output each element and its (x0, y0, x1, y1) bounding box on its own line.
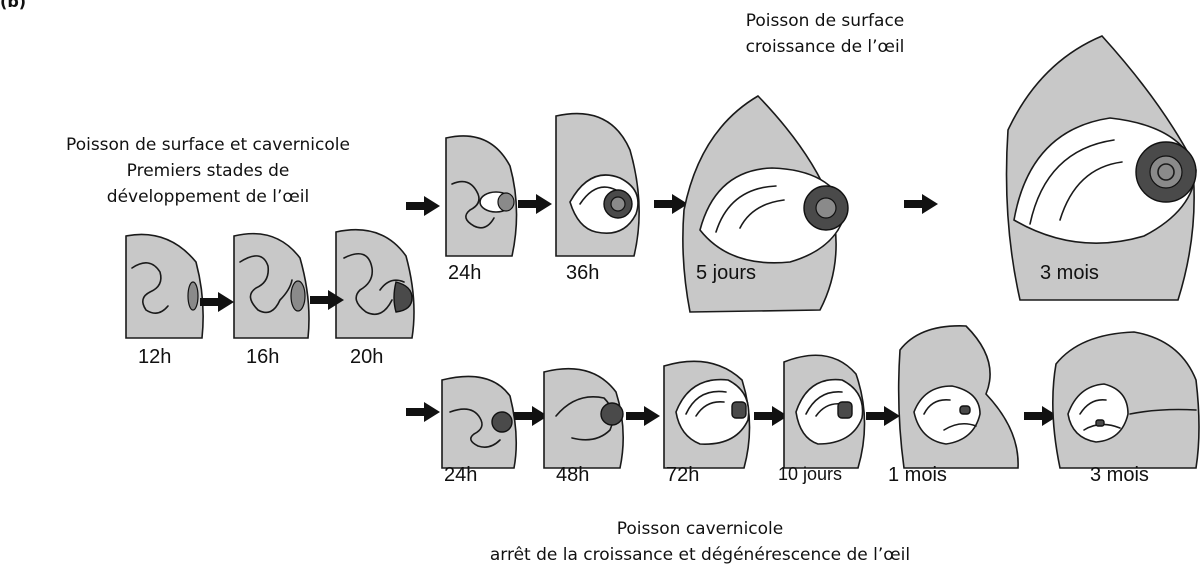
label-cave-48h: 48h (556, 464, 589, 487)
cave-stage-72h (664, 361, 750, 468)
arrow-surface-5j-3m (904, 194, 938, 214)
caption-early-line-1: Poisson de surface et cavernicole (0, 132, 416, 158)
label-surface-36h: 36h (566, 262, 599, 285)
label-surface-24h: 24h (448, 262, 481, 285)
arrow-cave-72h-10j (754, 406, 788, 426)
cave-stage-1mois (899, 326, 1018, 468)
caption-cave-line-1: Poisson cavernicole (420, 516, 980, 542)
cave-stage-10jours (784, 355, 865, 468)
caption-early-stages: Poisson de surface et cavernicole Premie… (0, 132, 416, 210)
label-early-16h: 16h (246, 346, 279, 369)
arrow-cave-24h-48h (514, 406, 548, 426)
surface-stage-3mois (1007, 36, 1197, 300)
label-cave-3mois: 3 mois (1090, 464, 1149, 487)
caption-early-line-3: développement de l’œil (0, 184, 416, 210)
early-stage-16h (234, 234, 309, 338)
label-cave-1mois: 1 mois (888, 464, 947, 487)
caption-early-line-2: Premiers stades de (0, 158, 416, 184)
arrow-surface-24h-36h (518, 194, 552, 214)
label-cave-24h: 24h (444, 464, 477, 487)
caption-surface-fish: Poisson de surface croissance de l’œil (690, 8, 960, 60)
arrow-cave-10j-1m (866, 406, 900, 426)
arrow-12h-16h (200, 292, 234, 312)
caption-surface-line-1: Poisson de surface (690, 8, 960, 34)
label-early-12h: 12h (138, 346, 171, 369)
cave-stage-3mois (1053, 332, 1199, 468)
label-surface-3mois: 3 mois (1040, 262, 1099, 285)
early-stage-20h (336, 230, 414, 338)
arrow-to-cave-24h (406, 402, 440, 422)
arrow-cave-48h-72h (626, 406, 660, 426)
label-surface-5jours: 5 jours (696, 262, 756, 285)
early-stage-12h (126, 234, 203, 338)
surface-stage-36h (556, 114, 639, 256)
caption-surface-line-2: croissance de l’œil (690, 34, 960, 60)
cave-stage-24h (442, 376, 516, 468)
label-early-20h: 20h (350, 346, 383, 369)
label-cave-10jours: 10 jours (778, 464, 842, 485)
caption-cave-line-2: arrêt de la croissance et dégénérescence… (420, 542, 980, 568)
caption-cave-fish: Poisson cavernicole arrêt de la croissan… (420, 516, 980, 568)
arrow-surface-36h-5j (654, 194, 688, 214)
label-cave-72h: 72h (666, 464, 699, 487)
surface-stage-24h (446, 136, 517, 256)
cave-stage-48h (544, 369, 623, 468)
